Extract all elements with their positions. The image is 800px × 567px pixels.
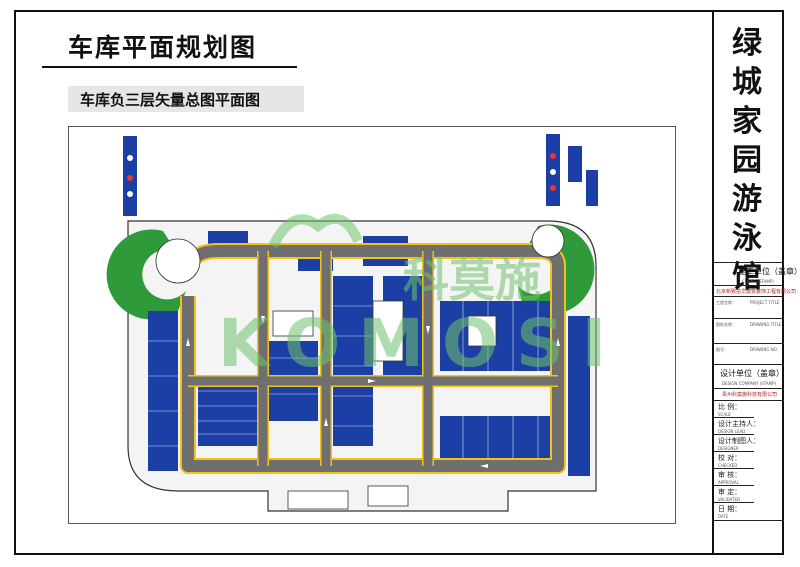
- row-label: 日 期：: [718, 505, 742, 513]
- lane-arrows: [186, 316, 560, 468]
- client-sub-label: CLIENT (STAMP): [742, 279, 774, 284]
- page-title: 车库平面规划图: [68, 33, 258, 62]
- project-title-en: PROJECT TITLE: [750, 300, 780, 305]
- ramp-right: [518, 224, 595, 315]
- row-divider: [714, 485, 754, 486]
- title-block-divider: [714, 318, 784, 319]
- row-label: 比 例：: [718, 403, 742, 411]
- row-label: 审 定：: [718, 488, 742, 496]
- title-block-divider: [714, 296, 784, 297]
- project-name: 绿城家园游泳馆: [732, 26, 762, 295]
- legend-signs-right: [546, 134, 598, 206]
- row-label: 设计主持人：: [718, 420, 760, 428]
- client-label: 施工单位（盖章）: [738, 267, 800, 276]
- client-company: 北京新致岳华建筑装饰工程有限公司: [716, 289, 797, 295]
- row-en: APPROVAL: [718, 480, 739, 485]
- project-title-label: 工程名称：: [716, 300, 736, 305]
- row-divider: [714, 434, 754, 435]
- drawing-frame: [14, 10, 784, 555]
- page-subtitle: 车库负三层矢量总图平面图: [80, 91, 261, 109]
- design-sub-label: DESIGN COMPANY (STAMP): [722, 381, 777, 386]
- brand-watermark: 科莫施 KOMOSI: [218, 213, 624, 382]
- row-label: 校 对：: [718, 454, 742, 462]
- drawing-no-en: DRAWING NO.: [750, 347, 778, 352]
- row-label: 设计制图人：: [718, 437, 760, 445]
- watermark-latin-text: KOMOSI: [218, 305, 624, 382]
- watermark-brand-text: 科莫施: [403, 253, 541, 307]
- round-core-left: [155, 238, 201, 284]
- row-en: SCALE: [718, 412, 731, 417]
- title-underline: [42, 66, 297, 68]
- row-en: DESIGNER: [718, 446, 739, 451]
- row-en: CHECKED: [718, 463, 738, 468]
- subtitle-background: [68, 86, 304, 112]
- title-block: [712, 10, 784, 555]
- row-divider: [714, 502, 754, 503]
- title-block-divider: [714, 388, 784, 389]
- row-en: DATE: [718, 514, 729, 519]
- title-block-divider: [714, 400, 784, 401]
- drawing-no-label: 图号：: [716, 347, 728, 352]
- legend-signs-left: [123, 136, 137, 216]
- row-en: VALIDATED: [718, 497, 741, 502]
- garage-floor-plan: 科莫施 KOMOSI: [106, 134, 624, 512]
- row-divider: [714, 417, 754, 418]
- row-divider: [714, 520, 784, 521]
- row-en: DESIGN LEAD: [718, 429, 746, 434]
- title-block-divider: [714, 262, 784, 263]
- design-label: 设计单位（盖章）: [720, 369, 784, 378]
- title-block-divider: [714, 285, 784, 286]
- row-divider: [714, 451, 754, 452]
- building-cores: [272, 300, 497, 510]
- design-company: 贵州科莫施科技有限公司: [722, 392, 778, 398]
- round-core-right: [531, 224, 565, 258]
- title-block-divider: [714, 364, 784, 365]
- row-divider: [714, 468, 754, 469]
- title-block-divider: [714, 343, 784, 344]
- row-label: 审 核：: [718, 471, 742, 479]
- drawing-title-en: DRAWING TITLE: [750, 322, 782, 327]
- drawing-title-label: 图纸名称：: [716, 322, 736, 327]
- ramp-left: [106, 229, 186, 320]
